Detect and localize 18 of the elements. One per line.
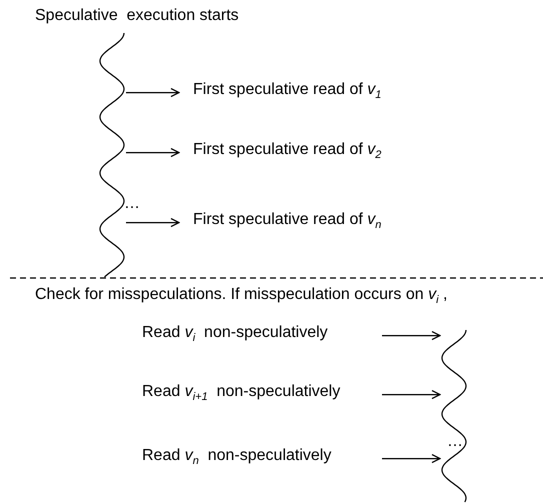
step-text: First speculative read of v$_{n}$ — [193, 210, 382, 236]
wavy-thread-line — [440, 330, 468, 502]
arrow — [382, 331, 441, 340]
step-text: Read v$_{i+1}$ non-speculatively — [142, 382, 378, 408]
arrow — [126, 148, 180, 158]
arrow — [126, 88, 180, 98]
step-text: Read v$_{n}$ non-speculatively — [142, 446, 378, 472]
arrow — [382, 390, 441, 400]
ellipsis-text: … — [124, 194, 140, 214]
note-text: Check for misspeculations. If misspeculation occurs on v$_{i}$ , — [35, 285, 448, 308]
step-text: First speculative read of v$_{2}$ — [193, 140, 382, 166]
arrow — [126, 218, 180, 228]
ellipsis-text: … — [447, 432, 463, 452]
wavy-thread-line — [98, 33, 126, 277]
step-text: Read v$_{i}$ non-speculatively — [142, 323, 378, 348]
step-text: First speculative read of v$_{1}$ — [193, 80, 382, 106]
heading-text: Speculative execution starts — [35, 6, 239, 26]
arrow — [382, 454, 441, 464]
